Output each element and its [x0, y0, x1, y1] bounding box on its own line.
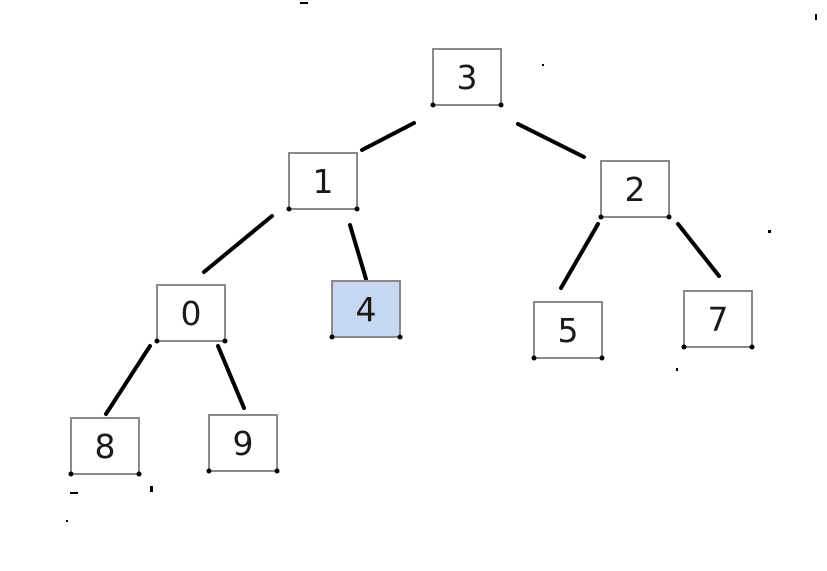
node-box — [683, 290, 753, 348]
edge-n1-n4 — [348, 223, 368, 281]
speck — [676, 368, 678, 371]
tree-nodes: 3 1 2 0 4 5 7 8 9 — [68, 48, 755, 477]
node-5: 5 — [531, 301, 605, 361]
node-box — [156, 284, 226, 342]
corner-mark — [206, 468, 212, 474]
corner-mark — [599, 355, 605, 361]
corner-mark — [666, 214, 672, 220]
node-label: 2 — [625, 170, 646, 209]
corner-mark — [329, 334, 335, 340]
tree-edges — [104, 121, 721, 416]
corner-mark — [749, 344, 755, 350]
edge-n1-n0 — [202, 214, 274, 274]
edge-n2-n7 — [676, 222, 721, 278]
speck — [300, 2, 308, 4]
corner-mark — [222, 338, 228, 344]
corner-mark — [430, 102, 436, 108]
node-0: 0 — [154, 284, 228, 344]
corner-mark — [598, 214, 604, 220]
node-9: 9 — [206, 414, 280, 474]
node-box — [70, 417, 140, 475]
node-label: 8 — [95, 427, 116, 466]
corner-mark — [397, 334, 403, 340]
node-label: 0 — [181, 294, 202, 333]
node-box — [288, 152, 358, 210]
corner-mark — [531, 355, 537, 361]
highlighted-node-box — [331, 280, 401, 338]
node-label: 3 — [457, 58, 478, 97]
corner-mark — [681, 344, 687, 350]
node-label: 7 — [708, 300, 729, 339]
node-label: 9 — [233, 424, 254, 463]
corner-mark — [136, 471, 142, 477]
node-8: 8 — [68, 417, 142, 477]
node-4: 4 — [329, 280, 403, 340]
speck — [542, 64, 544, 66]
node-box — [600, 160, 670, 218]
scan-artifacts — [66, 2, 817, 522]
corner-mark — [154, 338, 160, 344]
node-label: 4 — [356, 290, 377, 329]
node-box — [432, 48, 502, 106]
node-3: 3 — [430, 48, 504, 108]
speck — [815, 14, 817, 20]
edge-n2-n5 — [559, 222, 600, 290]
node-label: 1 — [313, 162, 334, 201]
edge-n0-n9 — [216, 344, 246, 410]
corner-mark — [286, 206, 292, 212]
speck — [768, 230, 771, 233]
corner-mark — [274, 468, 280, 474]
node-1: 1 — [286, 152, 360, 212]
speck — [66, 520, 68, 522]
speck — [70, 492, 78, 494]
speck — [150, 486, 153, 492]
corner-mark — [498, 102, 504, 108]
edge-n3-n2 — [516, 122, 586, 159]
corner-mark — [354, 206, 360, 212]
corner-mark — [68, 471, 74, 477]
edge-n3-n1 — [360, 121, 416, 152]
node-box — [208, 414, 278, 472]
node-label: 5 — [558, 311, 579, 350]
node-2: 2 — [598, 160, 672, 220]
edge-n0-n8 — [104, 344, 152, 416]
node-7: 7 — [681, 290, 755, 350]
node-box — [533, 301, 603, 359]
